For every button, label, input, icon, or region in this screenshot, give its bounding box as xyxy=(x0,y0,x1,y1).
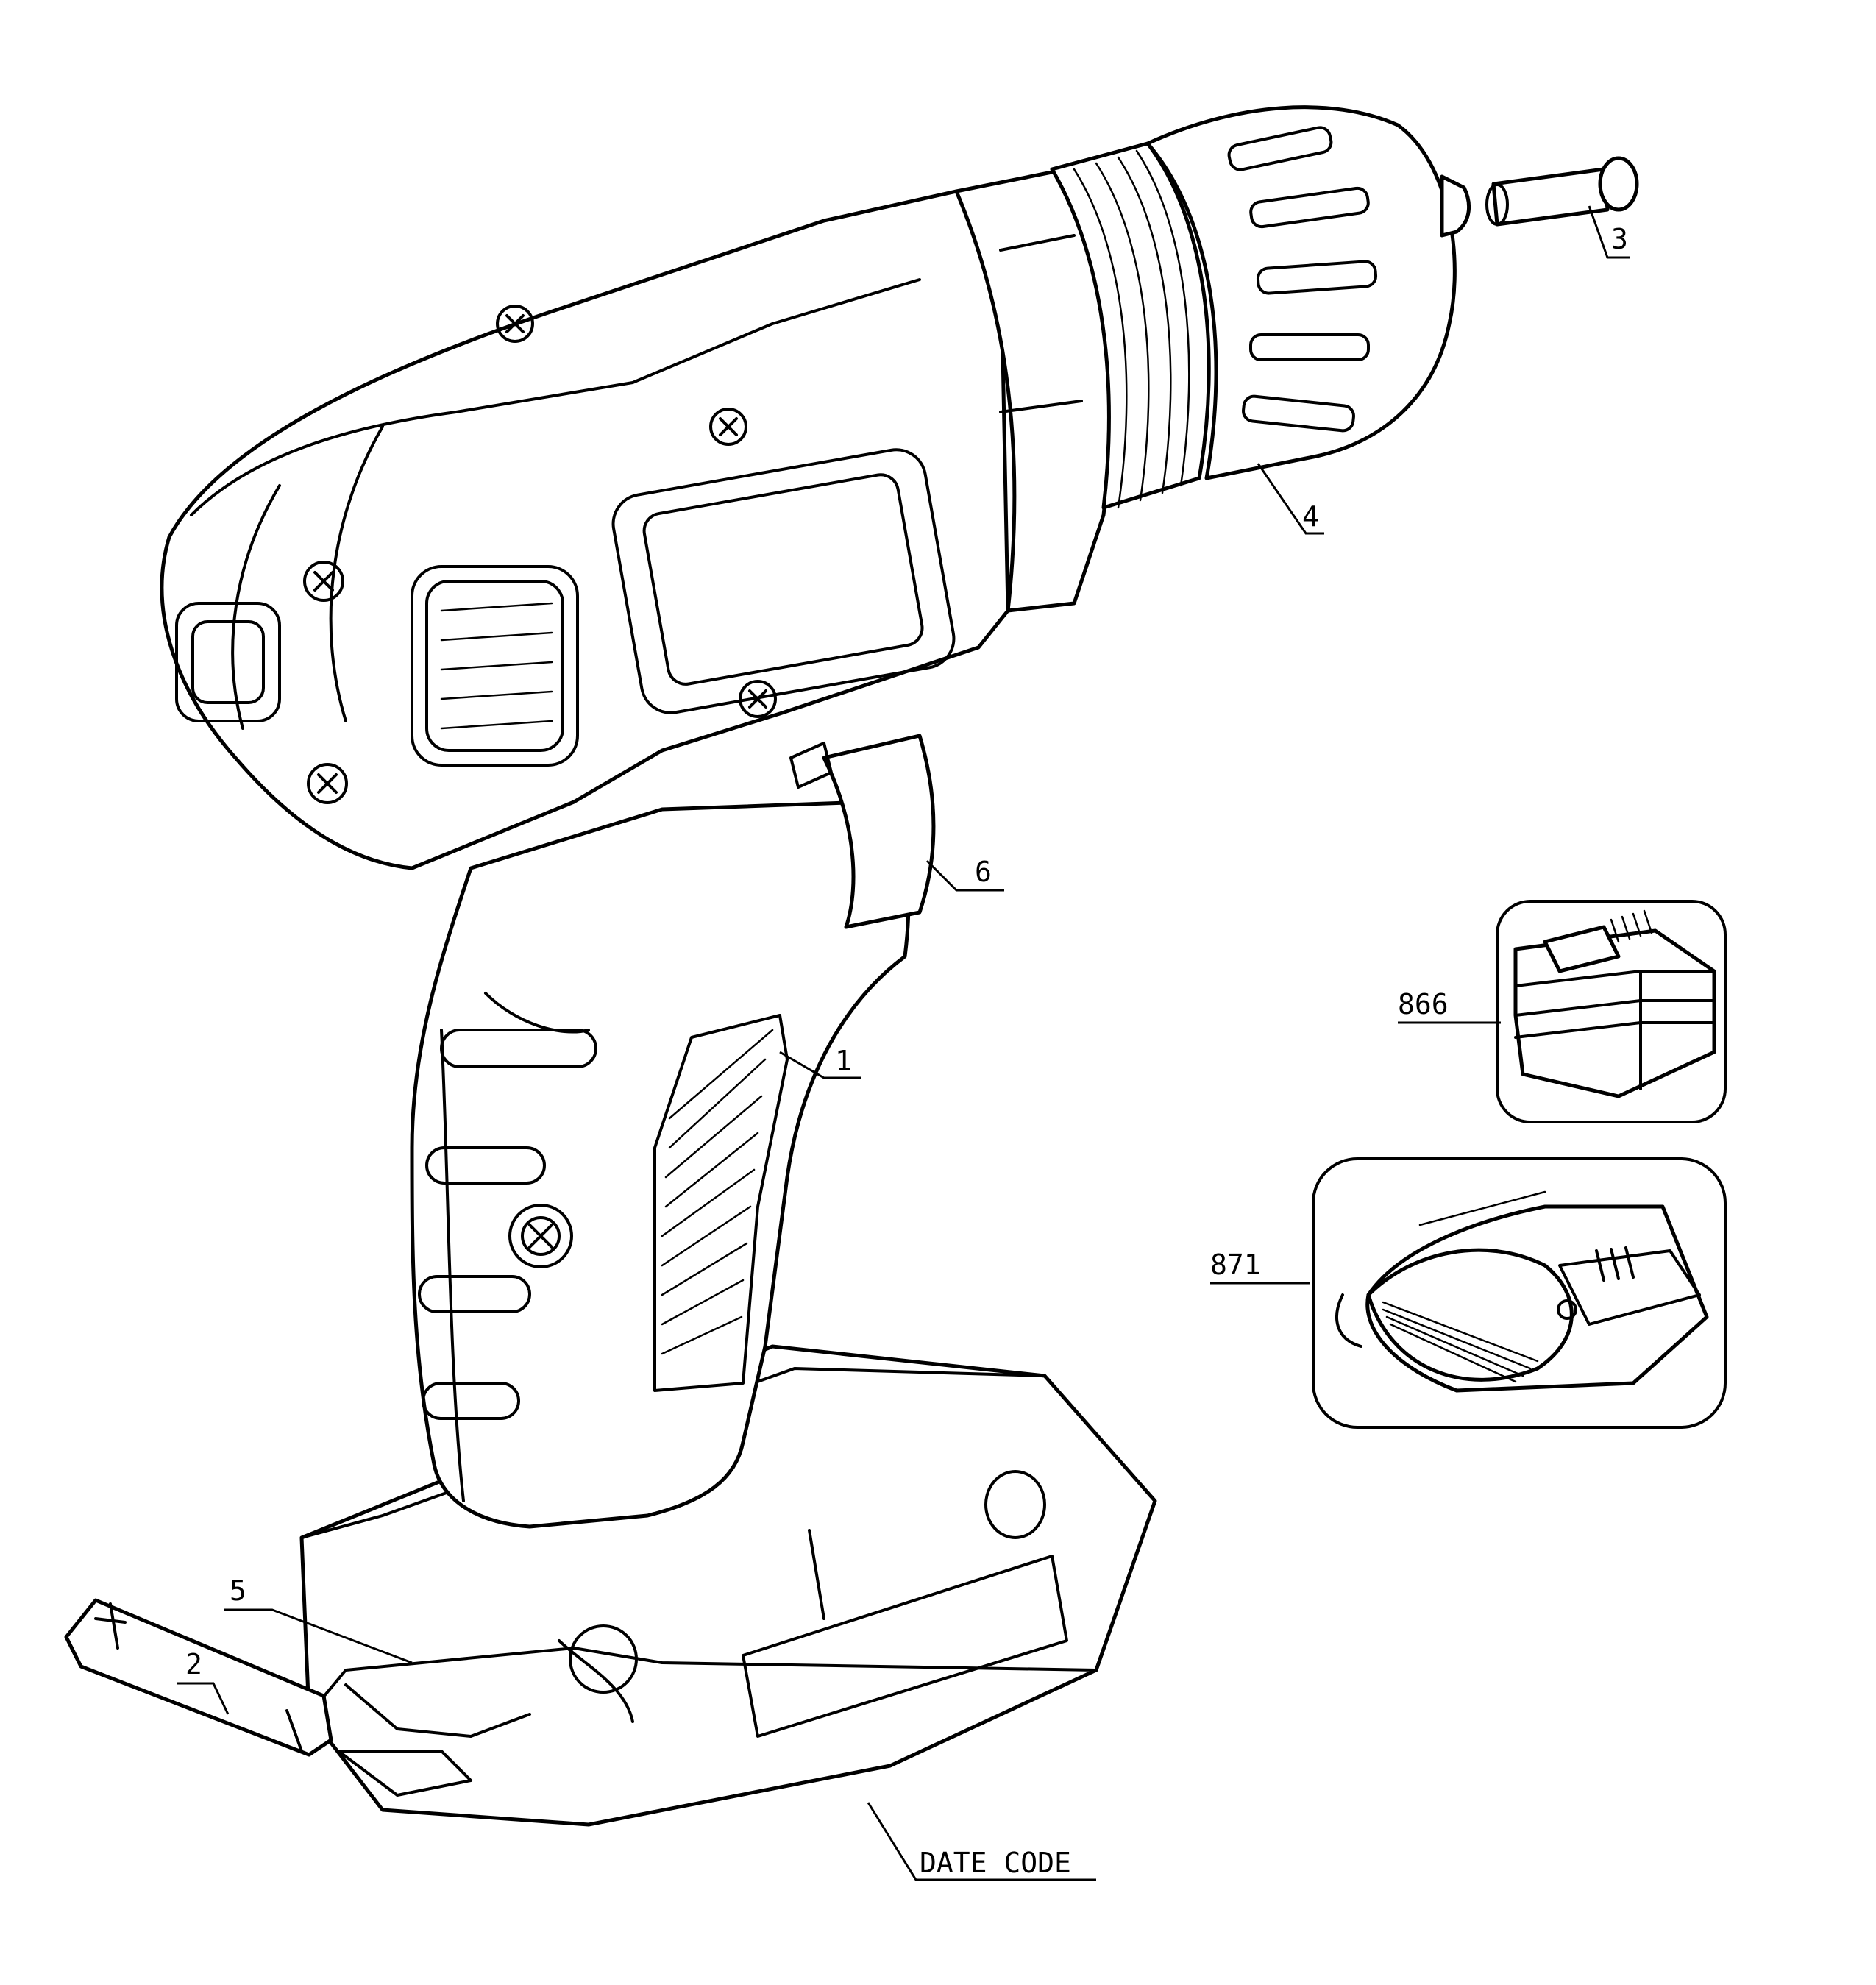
part-3-shaft xyxy=(1485,156,1639,227)
callout-866: 866 xyxy=(1398,988,1449,1020)
charger-frame xyxy=(1312,1157,1727,1429)
clutch-ring-ribs xyxy=(1073,149,1190,509)
battery-pack-frame xyxy=(1496,900,1727,1123)
callout-5: 5 xyxy=(230,1574,246,1607)
callout-1: 1 xyxy=(835,1045,852,1077)
callout-labels: 3 4 6 1 866 871 5 2 DATE CODE xyxy=(185,223,1628,1879)
drill-illustration xyxy=(160,105,1471,1827)
handle-screw-icon xyxy=(508,1204,573,1268)
callout-4: 4 xyxy=(1302,500,1319,533)
leader-lines xyxy=(177,205,1630,1881)
leader-5 xyxy=(224,1608,413,1664)
part-871-charger xyxy=(1312,1157,1727,1429)
leader-4 xyxy=(1257,463,1324,535)
charger-fins xyxy=(1382,1190,1546,1383)
housing-screw-icon xyxy=(303,305,777,804)
chuck-grip-slots xyxy=(1227,126,1378,433)
part-866-battery-pack xyxy=(1496,900,1727,1123)
callout-6: 6 xyxy=(975,856,992,888)
drill-motor-housing xyxy=(160,167,1112,870)
grip-ribs xyxy=(661,1029,774,1355)
callout-2: 2 xyxy=(185,1648,202,1680)
leader-6 xyxy=(925,859,1004,892)
leader-3 xyxy=(1588,205,1630,259)
drill-chuck-assembly xyxy=(1050,105,1471,510)
callout-3: 3 xyxy=(1611,223,1628,255)
air-vents xyxy=(411,565,579,767)
badge-plate xyxy=(611,448,956,714)
callout-date-code: DATE CODE xyxy=(920,1847,1071,1879)
leader-date-code xyxy=(867,1802,1096,1881)
drill-handle xyxy=(410,734,936,1529)
callout-871: 871 xyxy=(1210,1249,1261,1281)
part-2-driver-bit xyxy=(64,1598,333,1757)
leader-2 xyxy=(177,1682,230,1715)
leader-1 xyxy=(779,1051,861,1079)
